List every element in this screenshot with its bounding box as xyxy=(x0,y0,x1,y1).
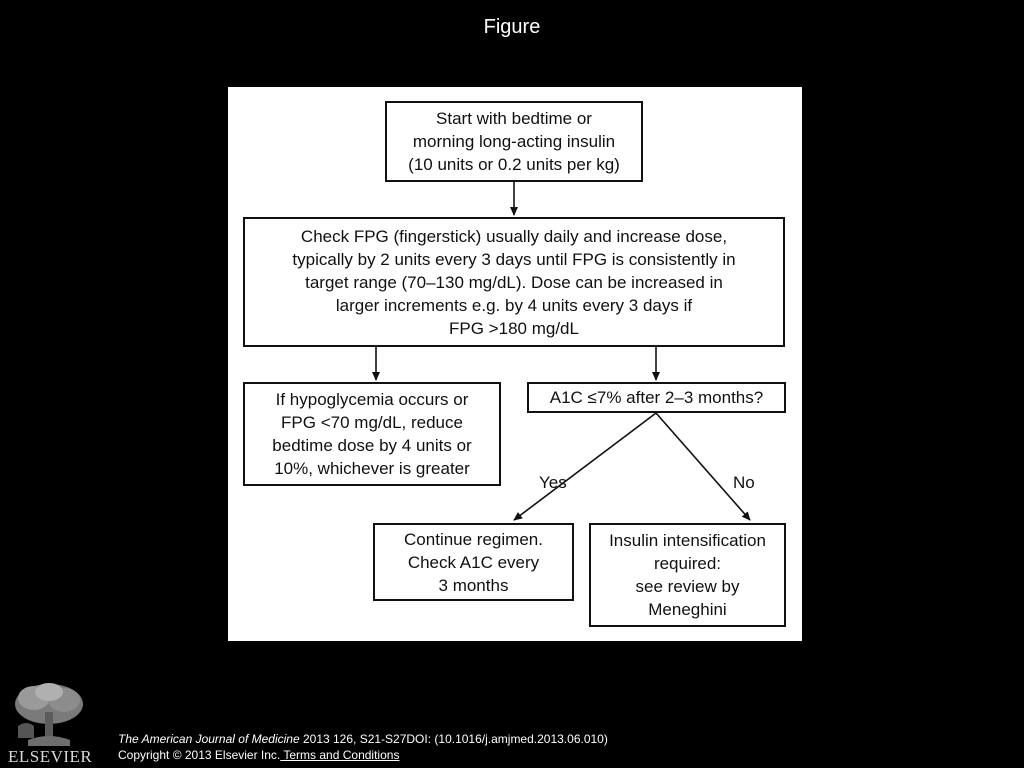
start-insulin-text: Start with bedtime or morning long-actin… xyxy=(408,109,620,174)
continue-regimen-box: Continue regimen. Check A1C every 3 mont… xyxy=(373,523,574,601)
no-branch-label: No xyxy=(733,473,755,492)
elsevier-tree-icon xyxy=(8,680,90,764)
copyright-text: Copyright © 2013 Elsevier Inc. xyxy=(118,748,281,762)
elsevier-wordmark: ELSEVIER xyxy=(8,747,93,766)
flowchart-connectors xyxy=(372,182,751,521)
insulin-intensification-box: Insulin intensification required: see re… xyxy=(589,523,786,627)
continue-regimen-text: Continue regimen. Check A1C every 3 mont… xyxy=(404,529,543,595)
terms-and-conditions-link[interactable]: Terms and Conditions xyxy=(280,748,400,762)
citation-line: The American Journal of Medicine 2013 12… xyxy=(118,731,608,747)
journal-name: The American Journal of Medicine xyxy=(118,732,300,746)
citation-details: 2013 126, S21-S27DOI: (10.1016/j.amjmed.… xyxy=(299,732,608,746)
slide-title: Figure xyxy=(483,16,541,38)
check-fpg-text: Check FPG (fingerstick) usually daily an… xyxy=(292,226,736,338)
insulin-intensification-text: Insulin intensification required: see re… xyxy=(609,531,766,619)
flowchart-figure: Start with bedtime or morning long-actin… xyxy=(228,87,802,641)
start-insulin-box: Start with bedtime or morning long-actin… xyxy=(385,101,643,182)
yes-branch-label: Yes xyxy=(539,473,567,492)
a1c-question-box: A1C ≤7% after 2–3 months? xyxy=(527,382,786,413)
copyright-line: Copyright © 2013 Elsevier Inc. Terms and… xyxy=(118,747,608,763)
hypoglycemia-text: If hypoglycemia occurs or FPG <70 mg/dL,… xyxy=(272,390,472,478)
check-fpg-box: Check FPG (fingerstick) usually daily an… xyxy=(243,217,785,347)
arrow-a1c-to-intensification xyxy=(655,412,751,521)
hypoglycemia-box: If hypoglycemia occurs or FPG <70 mg/dL,… xyxy=(243,382,501,486)
arrow-a1c-to-continue xyxy=(513,412,657,521)
citation-footer: The American Journal of Medicine 2013 12… xyxy=(118,731,608,763)
a1c-question-text: A1C ≤7% after 2–3 months? xyxy=(549,388,764,407)
